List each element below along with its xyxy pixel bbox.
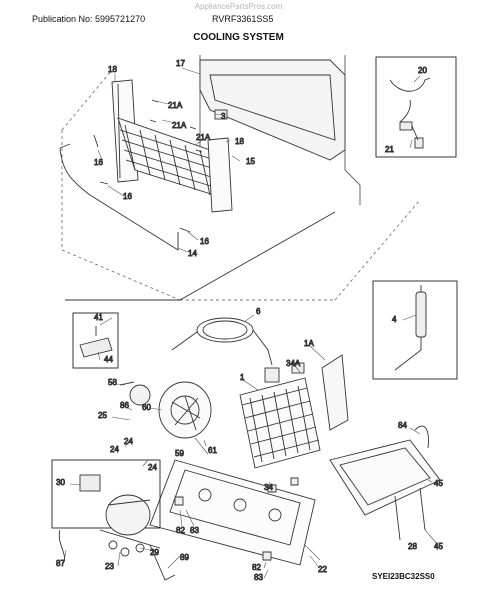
callout-18: 18 [235, 137, 244, 146]
callout-21a: 21A [196, 133, 211, 142]
callout-41: 41 [94, 313, 103, 322]
callout-28: 28 [408, 542, 417, 551]
callout-1a: 1A [304, 339, 314, 348]
callout-16: 16 [123, 192, 132, 201]
callout-58: 58 [108, 378, 117, 387]
callout-21a: 21A [168, 101, 183, 110]
callout-21a: 21A [172, 121, 187, 130]
callout-60: 60 [142, 403, 151, 412]
callout-45: 45 [434, 479, 443, 488]
callout-23: 23 [105, 562, 114, 571]
condenser-fan-drawing [119, 381, 212, 439]
drain-pan-drawing [329, 425, 441, 541]
site-watermark: AppliancePartsPros.com [194, 2, 283, 11]
callout-34a: 34A [286, 359, 301, 368]
callout-3: 3 [221, 112, 226, 121]
condenser-coil-drawing [239, 362, 321, 469]
callout-17: 17 [176, 59, 185, 68]
condenser-bracket [321, 354, 349, 431]
callout-15: 15 [246, 157, 255, 166]
callout-16: 16 [200, 237, 209, 246]
callout-21: 21 [385, 145, 394, 154]
callout-83: 83 [190, 526, 199, 535]
callout-16: 16 [94, 158, 103, 167]
thermostat-inset-box [375, 56, 457, 158]
dryer-inset-box [372, 280, 458, 380]
evaporator-assembly-drawing [59, 55, 421, 301]
callout-45: 45 [434, 542, 443, 551]
callout-82: 82 [252, 563, 261, 572]
wire-harness-drawing [171, 317, 273, 366]
drain-pan-inset-box [72, 312, 119, 369]
callout-18: 18 [108, 65, 117, 74]
callout-14: 14 [188, 249, 197, 258]
callout-86: 86 [120, 401, 129, 410]
callout-4: 4 [392, 315, 397, 324]
callout-89: 89 [180, 553, 189, 562]
callout-25: 25 [98, 411, 107, 420]
callout-30: 30 [56, 478, 65, 487]
diagram-code: SYEI23BC32SS0 [372, 572, 435, 581]
callout-1: 1 [240, 373, 245, 382]
publication-number: Publication No: 5995721270 [32, 14, 146, 24]
grommet-parts [174, 477, 299, 561]
base-pan-drawing [149, 459, 316, 566]
callout-61: 61 [208, 446, 217, 455]
callout-44: 44 [104, 355, 113, 364]
callout-83: 83 [254, 573, 263, 582]
page-title: COOLING SYSTEM [193, 32, 284, 43]
callout-24: 24 [148, 463, 157, 472]
callout-22: 22 [318, 565, 327, 574]
callout-59: 59 [175, 449, 184, 458]
callout-6: 6 [256, 307, 261, 316]
callout-82: 82 [176, 526, 185, 535]
compressor-drawing [51, 459, 176, 581]
callout-34: 34 [264, 483, 273, 492]
model-number: RVRF3361SS5 [212, 14, 274, 24]
callout-20: 20 [418, 66, 427, 75]
callout-84: 84 [398, 421, 407, 430]
callout-24: 24 [110, 445, 119, 454]
callout-87: 87 [56, 559, 65, 568]
callout-29: 29 [150, 548, 159, 557]
callout-24: 24 [124, 437, 133, 446]
